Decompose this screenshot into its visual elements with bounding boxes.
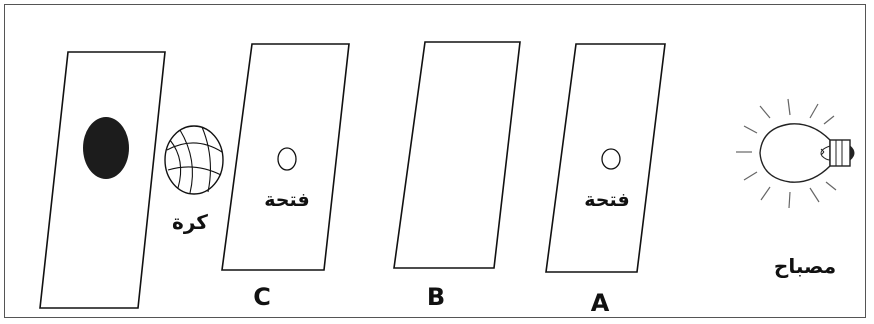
lamp-label: مصباح — [774, 254, 836, 278]
screen-outline — [40, 52, 165, 308]
basketball-icon — [165, 126, 223, 194]
card-b-letter: B — [427, 283, 445, 311]
card-a — [546, 44, 665, 272]
card-c — [222, 44, 349, 270]
card-c-letter: C — [253, 283, 271, 311]
card-a-hole-label: فتحة — [584, 189, 629, 211]
ball-shadow — [83, 117, 129, 179]
card-a-hole — [602, 149, 620, 169]
screen-panel — [40, 52, 165, 308]
card-c-hole — [278, 148, 296, 170]
card-c-outline — [222, 44, 349, 270]
card-b — [394, 42, 520, 268]
card-c-hole-label: فتحة — [264, 189, 309, 211]
card-a-letter: A — [591, 289, 610, 317]
ball-label: كرة — [172, 210, 208, 234]
card-a-outline — [546, 44, 665, 272]
light-bulb-icon — [736, 99, 854, 208]
card-b-outline — [394, 42, 520, 268]
